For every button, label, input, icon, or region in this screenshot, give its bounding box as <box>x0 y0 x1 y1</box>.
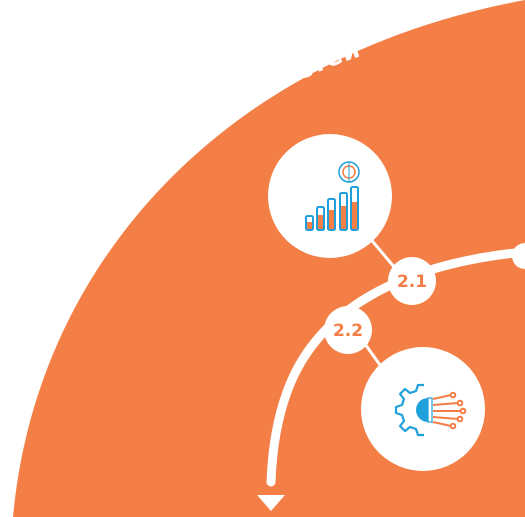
arrow-down-icon <box>257 495 285 511</box>
gear-circuit-icon <box>361 347 485 471</box>
step-node-2-1: 2.1 <box>388 257 436 305</box>
bar-chart-growth-icon <box>268 134 392 258</box>
path-start-node <box>512 243 525 269</box>
step-label-2-2: 2.2 <box>333 321 363 341</box>
step-label-2-1: 2.1 <box>397 272 427 292</box>
progress-path <box>266 247 525 487</box>
step-node-2-2: 2.2 <box>324 306 372 354</box>
